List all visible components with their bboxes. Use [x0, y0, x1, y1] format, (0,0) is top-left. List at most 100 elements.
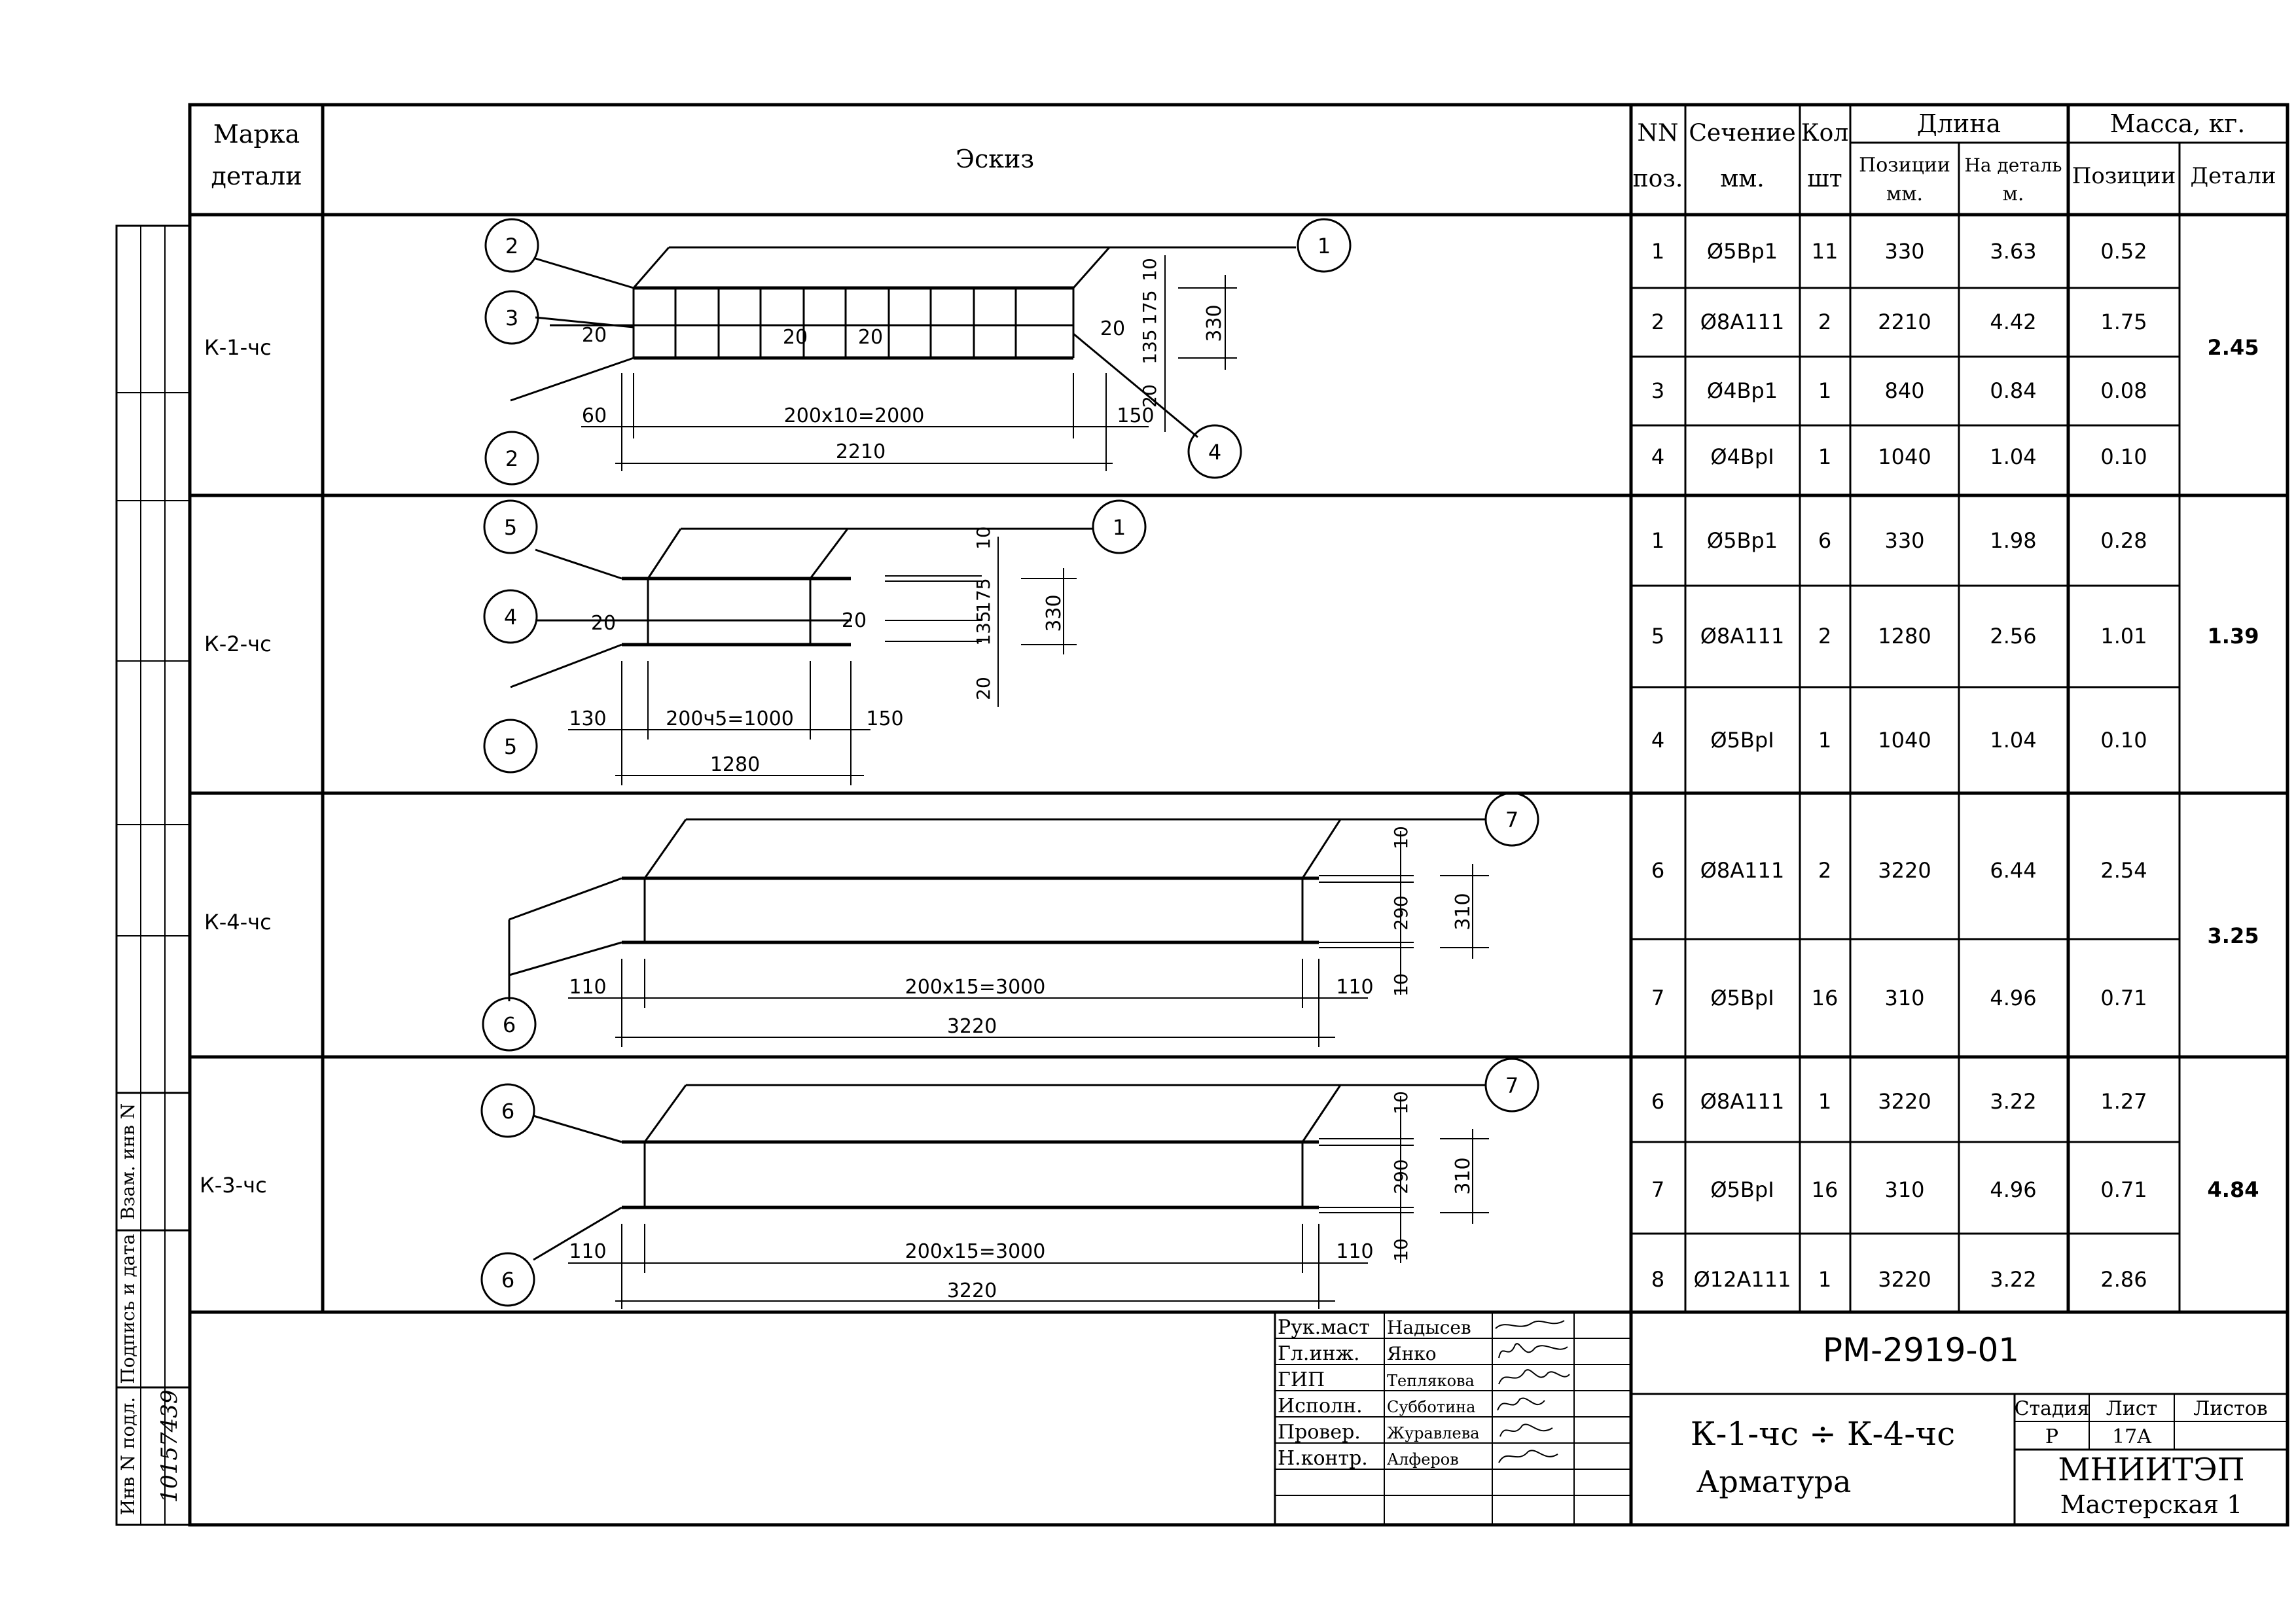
table-header: Марка детали Эскиз NN поз. Сечение мм. К…	[211, 109, 2276, 205]
header-section-1: Сечение	[1689, 120, 1795, 147]
table-cell-len-pos: 3220	[1878, 1089, 1931, 1114]
table-cell-len-det: 4.42	[1990, 310, 2036, 334]
signature-role: ГИП	[1278, 1368, 1325, 1391]
header-mass-pos: Позиции	[2072, 163, 2176, 189]
dimension-label: 130	[569, 707, 606, 730]
title-block: Рук.маст Надысев Гл.инж. Янко ГИП Тепляк…	[1278, 1316, 2268, 1519]
signature-role: Исполн.	[1278, 1395, 1363, 1418]
header-len-pos-1: Позиции	[1859, 154, 1950, 177]
dimension-label: 3220	[947, 1279, 997, 1302]
table-cell-mass-total: 1.39	[2208, 624, 2259, 649]
signature-name: Надысев	[1387, 1317, 1471, 1338]
table-cell-qty: 2	[1818, 624, 1831, 649]
table-cell-len-pos: 310	[1884, 986, 1924, 1010]
dimension-label: 20	[1139, 384, 1160, 408]
table-cell-len-det: 3.22	[1990, 1267, 2036, 1292]
signature-name: Теплякова	[1387, 1372, 1475, 1390]
callout-label: 6	[501, 1268, 514, 1293]
dimension-label: 20	[858, 326, 883, 349]
table-cell-pos: 1	[1651, 239, 1664, 264]
callout-label: 7	[1505, 1073, 1518, 1098]
header-sketch: Эскиз	[956, 145, 1034, 173]
signature-role: Провер.	[1278, 1421, 1361, 1444]
dimension-label: 20	[1100, 317, 1125, 340]
workshop-name: Мастерская 1	[2060, 1490, 2243, 1519]
table-cell-len-det: 4.96	[1990, 986, 2036, 1010]
table-cell-len-pos: 840	[1884, 378, 1924, 403]
table-cell-pos: 3	[1651, 378, 1664, 403]
signature-name: Субботина	[1387, 1398, 1475, 1416]
table-cell-section: Ø5Bp1	[1707, 528, 1778, 553]
table-cell-mass-pos: 0.71	[2100, 986, 2147, 1010]
table-cell-len-pos: 310	[1884, 1177, 1924, 1202]
header-len-det-2: м.	[2003, 183, 2024, 205]
table-cell-qty: 16	[1812, 1177, 1839, 1202]
table-cell-section: Ø12A111	[1694, 1267, 1791, 1292]
subject-line-1: К-1-чс ÷ К-4-чс	[1691, 1415, 1955, 1453]
table-cell-pos: 7	[1651, 986, 1664, 1010]
table-cell-pos: 6	[1651, 858, 1664, 883]
dimension-label: 3220	[947, 1015, 997, 1038]
dimension-label: 310	[1452, 893, 1475, 930]
dimension-label: 150	[866, 707, 903, 730]
side-stamp-replace-label: Взам. инв N	[117, 1103, 139, 1221]
table-cell-len-det: 1.04	[1990, 728, 2036, 753]
table-cell-section: Ø5Bp1	[1707, 239, 1778, 264]
signature-role: Н.контр.	[1278, 1447, 1368, 1470]
table-cell-section: Ø8A111	[1700, 310, 1785, 334]
dimension-label: 10	[1390, 1091, 1412, 1115]
table-cell-pos: 4	[1651, 728, 1664, 753]
table-cell-qty: 16	[1812, 986, 1839, 1010]
table-cell-qty: 1	[1818, 1267, 1831, 1292]
sketch-k2: 5 4 5 1 20 20 130 200ч5=1000 150 1280 10…	[483, 499, 1147, 785]
dimension-label: 175	[973, 578, 994, 613]
dimension-label: 135	[973, 611, 994, 645]
signature-name: Журавлева	[1387, 1424, 1480, 1442]
dimension-label: 2210	[836, 440, 886, 463]
table-cell-pos: 8	[1651, 1267, 1664, 1292]
header-mark-2: детали	[211, 162, 302, 190]
signature-role: Гл.инж.	[1278, 1342, 1360, 1365]
callout-label: 1	[1318, 234, 1331, 259]
side-stamp: Инв N подл. Подпись и дата Взам. инв N 1…	[117, 1103, 183, 1516]
table-cell-len-det: 3.63	[1990, 239, 2036, 264]
table-cell-mass-total: 4.84	[2208, 1177, 2259, 1202]
table-cell-len-pos: 2210	[1878, 310, 1931, 334]
table-cell-len-det: 6.44	[1990, 858, 2036, 883]
side-stamp-inv-value: 10157439	[156, 1389, 183, 1503]
stage-value: P	[2045, 1425, 2058, 1448]
detail-mark-k2: К-2-чс	[204, 632, 272, 656]
table-cell-section: Ø8A111	[1700, 858, 1785, 883]
table-cell-mass-pos: 0.28	[2100, 528, 2147, 553]
callout-label: 7	[1505, 808, 1518, 832]
dimension-label: 20	[783, 326, 808, 349]
dimension-label: 10	[1390, 1238, 1412, 1262]
table-cell-len-det: 4.96	[1990, 1177, 2036, 1202]
dimension-label: 110	[569, 1240, 606, 1263]
table-cell-len-det: 1.04	[1990, 444, 2036, 469]
header-mark-1: Марка	[213, 120, 300, 149]
dimension-label: 110	[1336, 1240, 1373, 1263]
organization-name: МНИИТЭП	[2058, 1452, 2244, 1488]
dimension-label: 330	[1043, 594, 1066, 632]
table-cell-len-det: 2.56	[1990, 624, 2036, 649]
dimension-label: 20	[582, 324, 607, 347]
table-cell-mass-pos: 0.10	[2100, 728, 2147, 753]
signature-role: Рук.маст	[1278, 1316, 1370, 1339]
header-length: Длина	[1917, 109, 2001, 138]
table-cell-mass-pos: 1.27	[2100, 1089, 2147, 1114]
callout-label: 2	[505, 234, 518, 259]
dimension-label: 20	[591, 612, 616, 635]
dimension-label: 10	[1139, 258, 1160, 281]
table-cell-qty: 11	[1812, 239, 1839, 264]
table-cell-pos: 1	[1651, 528, 1664, 553]
header-mass: Масса, кг.	[2110, 109, 2246, 138]
header-len-pos-2: мм.	[1886, 183, 1923, 205]
dimension-label: 290	[1390, 895, 1412, 930]
table-cell-section: Ø4BpI	[1710, 444, 1774, 469]
header-qty-2: шт	[1807, 166, 1842, 192]
dimension-label: 110	[569, 976, 606, 999]
dimension-label: 200х15=3000	[905, 1240, 1046, 1263]
table-cell-qty: 1	[1818, 1089, 1831, 1114]
